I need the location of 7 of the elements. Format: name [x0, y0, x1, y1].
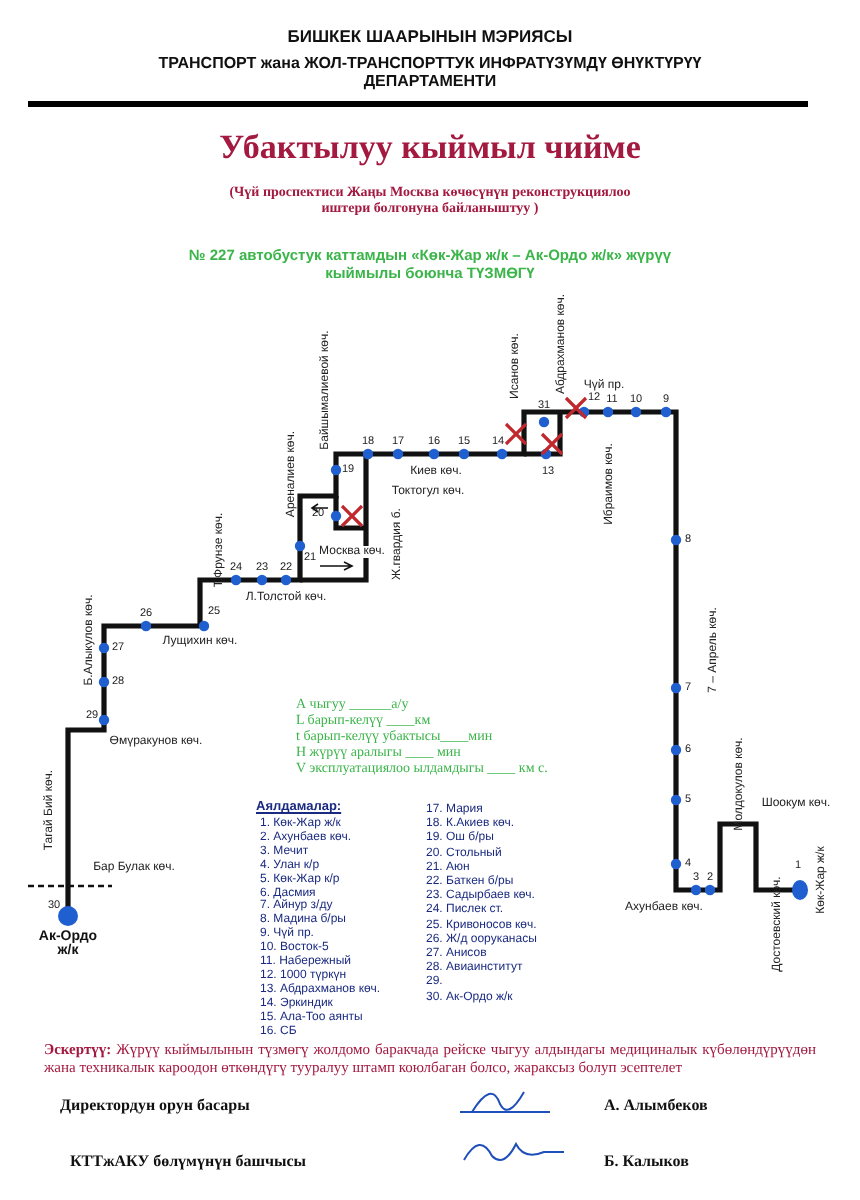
signatory-text: КТТжАКУ бөлүмүнүн башчысы — [70, 1152, 307, 1170]
signatory-text: Б. Калыков — [604, 1152, 689, 1170]
signatory-text: Директордун орун басары — [60, 1096, 250, 1114]
header-text: БИШКЕК ШААРЫНЫН МЭРИЯСЫ — [287, 26, 573, 46]
header-text: ТРАНСПОРТ жана ЖОЛ-ТРАНСПОРТТУК ИНФРАТҮЗҮМДҮ ӨНҮКТҮРҮҮ ДЕПАРТАМЕНТИ — [156, 54, 704, 90]
title: Убактылуу кыймыл чийме — [217, 128, 643, 168]
signatory-text: А. Алымбеков — [604, 1096, 708, 1114]
